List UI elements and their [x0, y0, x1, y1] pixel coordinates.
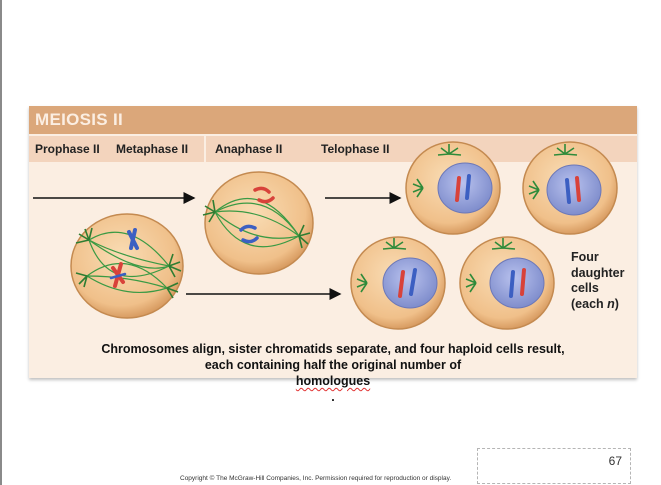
caption-text: each containing half the original number…	[204, 358, 462, 372]
daughter-cell	[405, 141, 501, 235]
metaphase-ii-cell	[70, 213, 184, 319]
meiosis-illustration	[33, 141, 618, 330]
tab-anaphase-ii: Anaphase II	[206, 136, 300, 162]
figure-title: MEIOSIS II	[35, 110, 124, 129]
daughter-cell	[459, 236, 555, 330]
label-line: daughter	[571, 265, 625, 280]
header-bar: MEIOSIS II	[29, 106, 637, 134]
caption-text: .	[331, 390, 335, 404]
daughter-cell	[522, 141, 618, 235]
phase-label: Anaphase II	[215, 142, 283, 156]
phase-label: Metaphase II	[116, 142, 189, 156]
caption-line-2: each containing half the original number…	[29, 357, 637, 405]
slide-left-border	[0, 0, 2, 485]
label-line: (each n)	[571, 296, 619, 311]
figure-caption: Chromosomes align, sister chromatids sep…	[29, 341, 637, 405]
daughter-cells-label: Four daughter cells (each n)	[571, 250, 635, 312]
phase-label: Prophase II	[35, 142, 100, 156]
tab-prophase-ii: Prophase II	[29, 136, 113, 162]
page-number-placeholder[interactable]: 67	[477, 448, 631, 484]
anaphase-ii-cell	[202, 171, 314, 275]
meiosis-ii-figure: MEIOSIS II Prophase II Metaphase II Anap…	[29, 106, 637, 404]
page-number: 67	[608, 454, 622, 468]
tab-metaphase-ii: Metaphase II	[112, 136, 204, 162]
label-line: Four	[571, 250, 599, 264]
copyright-notice: Copyright © The McGraw-Hill Companies, I…	[180, 475, 452, 482]
phase-label: Telophase II	[321, 142, 390, 156]
daughter-cell	[350, 236, 446, 330]
haploid-n: n	[607, 296, 615, 311]
spellcheck-word: homologues	[295, 374, 371, 388]
label-line: cells	[571, 281, 599, 295]
caption-line-1: Chromosomes align, sister chromatids sep…	[101, 342, 565, 356]
